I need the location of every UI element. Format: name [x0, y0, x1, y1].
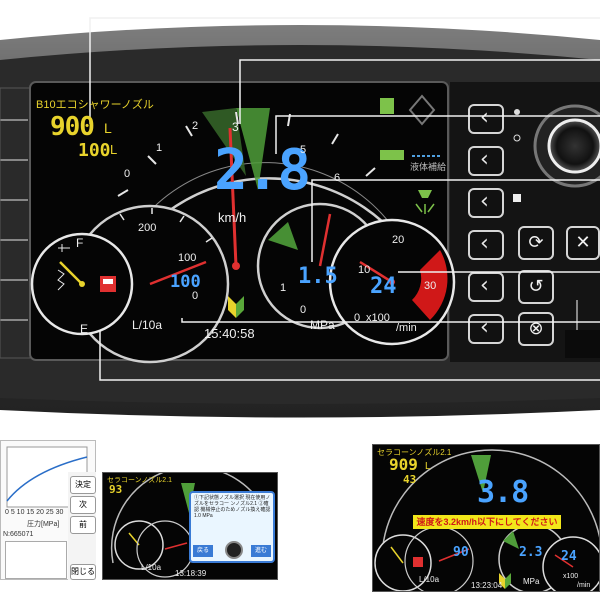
thumb-chart-ticks: 0 5 10 15 20 25 30	[5, 509, 64, 516]
speed-target-zone	[236, 108, 270, 190]
thumb-dialog-knob-icon	[225, 541, 243, 559]
thumb-prev-button[interactable]: 前	[70, 516, 96, 534]
status-text: 液体補給	[410, 162, 447, 172]
thumb-dialog-back-button[interactable]: 戻る	[193, 545, 213, 557]
speed-tick-2: 2	[192, 120, 199, 132]
thumb-left-clock: 13:18:39	[175, 569, 207, 578]
speed-tick-5: 5	[300, 144, 307, 156]
rpm-tick-0: 0	[354, 312, 361, 324]
menu-button-5[interactable]	[468, 272, 504, 302]
thumb-chart-xlabel: 圧力[MPa]	[27, 521, 60, 528]
flow-tick-100: 100	[178, 252, 197, 264]
refresh-button[interactable]: ⟳	[518, 226, 554, 260]
tank-fill-icon	[380, 150, 404, 160]
thumb-right-rpm-unit-2: /min	[577, 582, 591, 589]
pressure-tick-0: 0	[300, 304, 307, 316]
menu-button-3[interactable]	[468, 188, 504, 218]
speed-value: 2.8	[214, 138, 311, 203]
flow-value: 100	[170, 272, 201, 292]
main-screen	[30, 17, 600, 381]
menu-button-1[interactable]	[468, 104, 504, 134]
speed-tick-0: 0	[124, 168, 131, 180]
rpm-needle	[359, 260, 393, 284]
menu-button-2[interactable]	[468, 146, 504, 176]
speed-tick-3: 3	[232, 120, 239, 134]
thumb-right-pressure-unit: MPa	[523, 577, 540, 586]
clock: 15:40:58	[204, 326, 255, 341]
stop-icon: ⊗	[528, 318, 544, 339]
menu-button-6[interactable]	[468, 314, 504, 344]
rpm-tick-30: 30	[424, 280, 437, 292]
speed-tick-6: 6	[334, 172, 341, 184]
flow-tick-200: 200	[138, 222, 157, 234]
fuel-needle	[59, 261, 83, 285]
thumb-right-tank-total: 909	[389, 455, 418, 474]
speed-ticks	[117, 111, 376, 197]
thumb-warning-screen: セラコーンノズル2.1 909 L 43 3.8 速度を3.2km/h以下にして…	[372, 444, 600, 592]
thumb-dialog: ①下記状態ノズル選択 現在使用ノズルをセラコー ンノズル2.1 ②確認 機械停止…	[189, 491, 275, 563]
flow-unit: L/10a	[132, 318, 163, 332]
close-icon: ✕	[575, 232, 591, 253]
reset-icon: ↺	[528, 276, 544, 297]
thumb-right-pressure: 2.3	[519, 545, 543, 560]
pressure-needle	[318, 213, 332, 267]
tank-total-unit: L	[104, 120, 112, 136]
thumb-right-flow: 90	[453, 545, 469, 560]
tank-remaining-unit: L	[110, 142, 118, 157]
speed-tick-1: 1	[156, 142, 163, 154]
fuel-full-label: F	[76, 236, 84, 250]
close-button[interactable]: ✕	[566, 226, 600, 260]
flow-needle	[149, 260, 207, 286]
thumb-right-title: セラコーンノズル2.1	[377, 448, 452, 457]
stop-button[interactable]: ⊗	[518, 312, 554, 346]
warning-icon	[408, 94, 436, 126]
thumb-right-rpm: 24	[561, 549, 577, 564]
thumb-left-title: セラコーンノズル2.1	[107, 477, 173, 484]
thumb-right-clock: 13:23:04	[471, 581, 503, 590]
thumb-dialog-screen: セラコーンノズル2.1 93 L/10a 13:18:39 ①下記状態ノズル選択…	[102, 465, 278, 580]
thumb-left-value1: 93	[109, 483, 123, 496]
thumb-right-tank-remaining: 43	[403, 473, 417, 486]
thumb-left-flow-unit: L/10a	[141, 563, 162, 572]
rpm-tick-20: 20	[392, 234, 405, 246]
callout-lines	[89, 17, 600, 381]
reset-button[interactable]: ↺	[518, 270, 554, 304]
beginner-mark-icon	[228, 296, 236, 318]
thumb-right-flow-unit: L/10a	[419, 575, 440, 584]
pressure-unit: MPa	[310, 318, 335, 332]
thumb-dialog-next-button[interactable]: 進む	[251, 545, 271, 557]
tank-remaining-value: 100	[78, 140, 111, 161]
nozzle-icon	[418, 190, 432, 198]
thumb-close-button[interactable]: 閉じる	[70, 564, 96, 580]
rpm-unit: x100	[366, 312, 390, 324]
thumb-next-button[interactable]: 次	[70, 496, 96, 514]
flow-tick-0: 0	[192, 290, 199, 302]
menu-button-4[interactable]	[468, 230, 504, 260]
thumb-right-tank-unit: L	[425, 461, 431, 472]
speed-unit: km/h	[218, 210, 247, 225]
thumb-right-rpm-unit: x100	[563, 573, 579, 580]
sprayer-icon	[380, 98, 394, 114]
thumb-right-speed: 3.8	[477, 475, 529, 510]
tank-total-value: 900	[50, 112, 95, 142]
rpm-unit-2: /min	[396, 322, 417, 334]
thumb-button-column: 決定 次 前 閉じる	[68, 472, 96, 580]
rpm-tick-10: 10	[358, 264, 371, 276]
rpm-value: 24	[370, 274, 397, 299]
fuel-empty-label: E	[80, 322, 89, 336]
thumb-confirm-button[interactable]: 決定	[70, 476, 96, 494]
nozzle-title: B10エコシャワーノズル	[36, 99, 154, 111]
pressure-value: 1.5	[298, 264, 338, 289]
thumb-serial: N:665071	[3, 531, 34, 538]
rpm-red-zone	[412, 250, 448, 320]
thumb-right-warning: 速度を3.2km/h以下にしてください	[413, 515, 561, 529]
pressure-tick-1: 1	[280, 282, 287, 294]
refresh-icon: ⟳	[528, 232, 544, 253]
thumb-dialog-text: ①下記状態ノズル選択 現在使用ノズルをセラコー ンノズル2.1 ②確認 機械停止…	[194, 495, 271, 519]
speed-needle	[228, 127, 238, 267]
